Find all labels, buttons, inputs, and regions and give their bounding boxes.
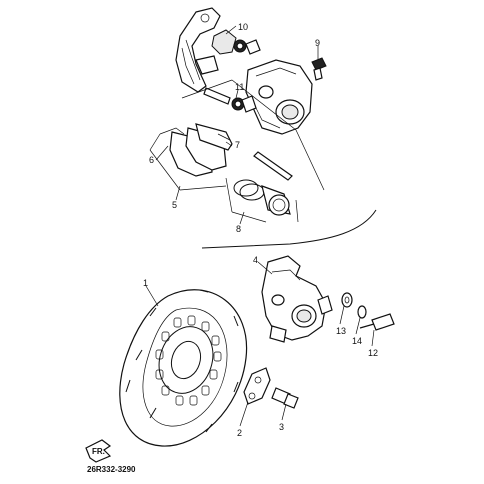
brake-disc-1 bbox=[119, 289, 248, 447]
callout-4: 4 bbox=[253, 255, 258, 265]
caliper-assembly-4 bbox=[261, 255, 333, 343]
callout-10: 10 bbox=[238, 22, 248, 32]
callout-2: 2 bbox=[237, 428, 242, 438]
callout-8: 8 bbox=[236, 224, 241, 234]
callout-1: 1 bbox=[143, 278, 148, 288]
fr-arrow-label: FR. bbox=[92, 447, 105, 456]
washer-13 bbox=[341, 292, 353, 308]
caliper-body-upper bbox=[245, 59, 313, 135]
lock-plate-2 bbox=[243, 367, 271, 405]
group-box-upper bbox=[149, 79, 325, 223]
bleed-screw-9 bbox=[311, 57, 327, 81]
pin-rod bbox=[253, 151, 293, 181]
callout-labels: 1 2 3 4 5 6 7 8 9 10 11 12 13 14 bbox=[143, 22, 378, 438]
piston-seals-8 bbox=[233, 179, 291, 216]
pin-11 bbox=[203, 87, 257, 113]
callout-6: 6 bbox=[149, 155, 154, 165]
callout-12: 12 bbox=[368, 348, 378, 358]
callout-7: 7 bbox=[235, 140, 240, 150]
callout-13: 13 bbox=[336, 326, 346, 336]
callout-9: 9 bbox=[315, 38, 320, 48]
leader-lines bbox=[145, 25, 375, 427]
bolt-12 bbox=[359, 313, 395, 331]
bolt-3 bbox=[271, 387, 299, 409]
pin-boot-10 bbox=[211, 29, 261, 55]
washer-14 bbox=[357, 305, 367, 319]
caliper-bracket-upper bbox=[175, 7, 221, 93]
fr-arrow-icon: FR. bbox=[85, 439, 112, 463]
section-divider bbox=[201, 209, 377, 249]
callout-11: 11 bbox=[235, 82, 244, 92]
diagram-code: 26R332-3290 bbox=[87, 465, 136, 474]
callout-5: 5 bbox=[172, 200, 177, 210]
callout-14: 14 bbox=[352, 336, 362, 346]
callout-3: 3 bbox=[279, 422, 284, 432]
brake-pads-5 bbox=[159, 123, 233, 177]
